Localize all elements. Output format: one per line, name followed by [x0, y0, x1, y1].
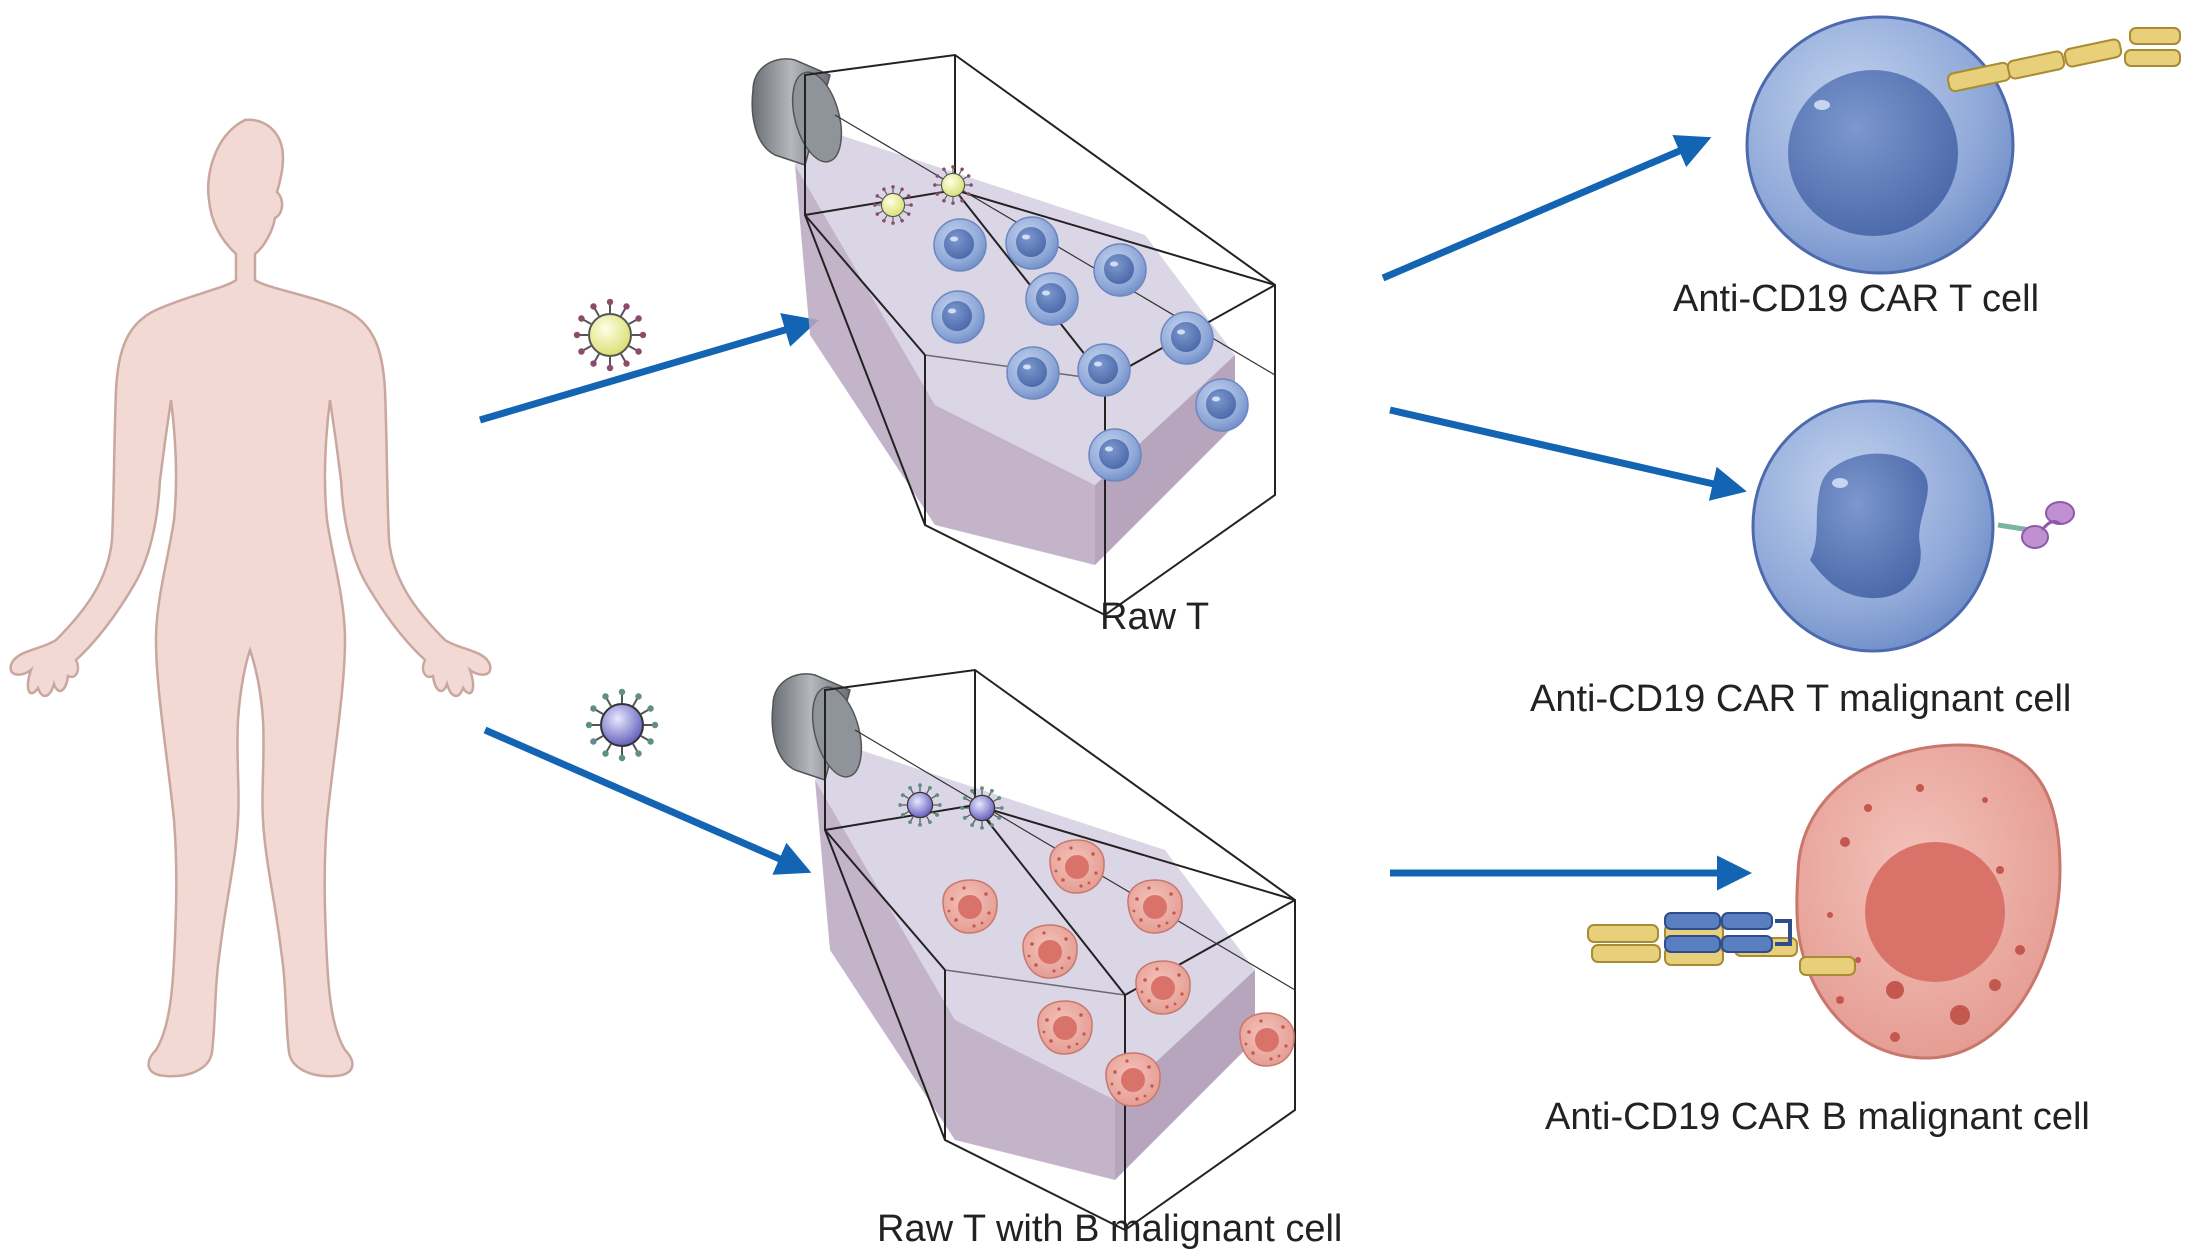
car-t-malignant-cell [1751, 399, 2075, 653]
label-car-t-cell: Anti-CD19 CAR T cell [1673, 278, 2040, 320]
label-raw-t: Raw T [1100, 596, 1210, 638]
car-b-malignant-cell [1587, 743, 2062, 1060]
human-body-figure [9, 118, 492, 1078]
arrow-body-to-raw-t [479, 313, 819, 424]
arrow-to-car-t-malignant [1389, 406, 1747, 501]
cd19-antigen-icon [1997, 501, 2075, 549]
car-receptor-icon [1946, 27, 2181, 93]
lentivirus-yellow-icon [574, 299, 646, 371]
car-t-cell [1745, 15, 2181, 275]
label-car-t-malignant-cell: Anti-CD19 CAR T malignant cell [1530, 678, 2072, 720]
arrow-body-to-raw-t-b [483, 726, 812, 875]
car-antibody-complex-icon [1587, 912, 1856, 976]
culture-flask-bottom [771, 669, 1296, 1231]
culture-flask-top [751, 54, 1276, 616]
label-raw-t-with-b-malignant: Raw T with B malignant cell [877, 1208, 1343, 1250]
arrow-to-car-t-cell [1381, 134, 1712, 282]
lentivirus-purple-icon [586, 689, 658, 761]
label-car-b-malignant-cell: Anti-CD19 CAR B malignant cell [1545, 1096, 2090, 1138]
